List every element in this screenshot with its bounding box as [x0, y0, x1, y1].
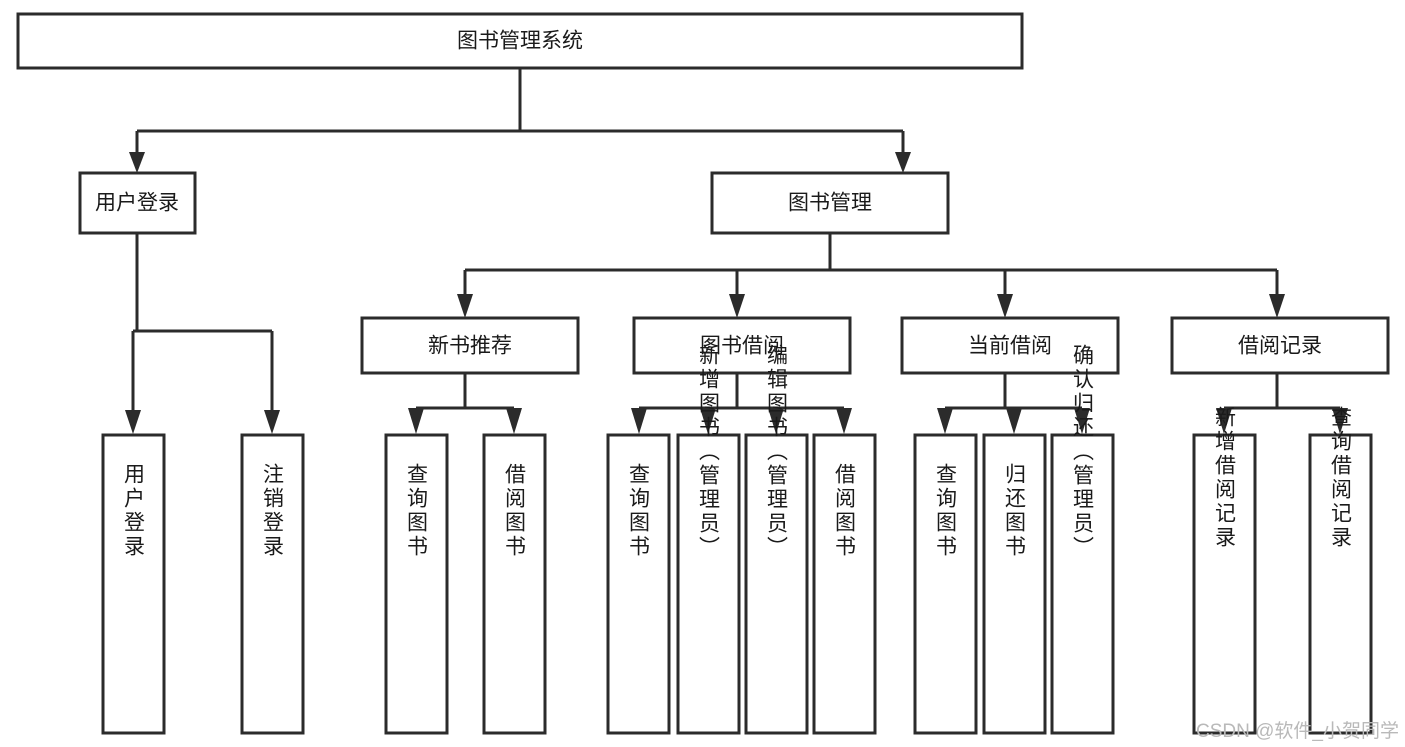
node-leaf-query-book-1-label: 查询图书 — [405, 463, 429, 559]
arrow-head-book-manage — [895, 152, 911, 173]
node-leaf-user-login[interactable]: 用户登录 — [101, 433, 166, 735]
node-leaf-query-book-1[interactable]: 查询图书 — [384, 433, 449, 735]
node-user-login[interactable]: 用户登录 — [78, 171, 197, 235]
node-leaf-edit-book-box[interactable] — [744, 433, 809, 735]
node-new-book-recommend[interactable]: 新书推荐 — [360, 316, 580, 375]
node-leaf-borrow-book-2-box[interactable] — [812, 433, 877, 735]
node-leaf-add-book-label: 新增图书（管理员） — [697, 344, 721, 560]
node-user-login-box[interactable] — [78, 171, 197, 235]
node-leaf-confirm-return[interactable]: 确认归还（管理员） — [1050, 344, 1115, 735]
node-borrow-record-label: 借阅记录 — [1238, 335, 1322, 358]
node-leaf-add-record[interactable]: 新增借阅记录 — [1192, 406, 1257, 735]
arrow-head-leaf-query-book-3 — [937, 408, 953, 434]
node-leaf-query-book-3-box[interactable] — [913, 433, 978, 735]
node-leaf-query-book-1-box[interactable] — [384, 433, 449, 735]
arrow-head-leaf-borrow-book-2 — [836, 408, 852, 434]
arrow-head-user-login — [129, 152, 145, 173]
node-leaf-return-book[interactable]: 归还图书 — [982, 433, 1047, 735]
arrow-head-leaf-query-book-2 — [631, 408, 647, 434]
node-leaf-query-book-2[interactable]: 查询图书 — [606, 433, 671, 735]
node-leaf-query-book-3[interactable]: 查询图书 — [913, 433, 978, 735]
arrow-head-new-book-recommend — [457, 294, 473, 318]
node-leaf-confirm-return-label: 确认归还（管理员） — [1071, 344, 1095, 560]
node-leaf-add-record-box[interactable] — [1192, 433, 1257, 735]
node-leaf-user-login-box[interactable] — [101, 433, 166, 735]
arrow-head-leaf-query-book-1 — [408, 408, 424, 434]
arrow-head-leaf-query-record — [1332, 408, 1348, 434]
node-root[interactable]: 图书管理系统 — [16, 12, 1024, 70]
node-leaf-add-book-box[interactable] — [676, 433, 741, 735]
node-root-label: 图书管理系统 — [457, 30, 583, 53]
node-leaf-logout-login[interactable]: 注销登录 — [240, 433, 305, 735]
node-leaf-edit-book-label: 编辑图书（管理员） — [765, 344, 789, 560]
node-leaf-query-book-3-label: 查询图书 — [934, 463, 958, 559]
node-leaf-borrow-book-1-box[interactable] — [482, 433, 547, 735]
arrow-head-current-borrow — [997, 294, 1013, 318]
node-book-borrow[interactable]: 图书借阅 — [632, 316, 852, 375]
node-new-book-recommend-label: 新书推荐 — [428, 335, 512, 358]
node-leaf-query-record-box[interactable] — [1308, 433, 1373, 735]
node-leaf-query-record[interactable]: 查询借阅记录 — [1308, 406, 1373, 735]
node-new-book-recommend-box[interactable] — [360, 316, 580, 375]
node-leaf-query-book-2-label: 查询图书 — [627, 463, 651, 559]
node-borrow-record[interactable]: 借阅记录 — [1170, 316, 1390, 375]
node-leaf-logout-login-label: 注销登录 — [261, 463, 285, 559]
node-leaf-query-record-label: 查询借阅记录 — [1329, 406, 1353, 550]
node-book-manage-label: 图书管理 — [788, 192, 872, 215]
node-leaf-borrow-book-1-label: 借阅图书 — [503, 463, 527, 559]
node-root-box[interactable] — [16, 12, 1024, 70]
arrow-head-leaf-borrow-book-1 — [506, 408, 522, 434]
arrow-head-leaf-add-book — [700, 408, 716, 434]
node-book-manage[interactable]: 图书管理 — [710, 171, 950, 235]
arrow-head-leaf-return-book — [1006, 408, 1022, 434]
arrow-head-leaf-add-record — [1216, 408, 1232, 434]
connector-layer — [125, 68, 1348, 434]
node-leaf-add-record-label: 新增借阅记录 — [1213, 406, 1237, 550]
arrow-head-leaf-edit-book — [768, 408, 784, 434]
node-leaf-borrow-book-2-label: 借阅图书 — [833, 463, 857, 559]
node-leaf-logout-login-box[interactable] — [240, 433, 305, 735]
node-book-borrow-box[interactable] — [632, 316, 852, 375]
arrow-head-leaf-logout-login — [264, 410, 280, 434]
node-leaf-return-book-box[interactable] — [982, 433, 1047, 735]
arrow-head-leaf-confirm-return — [1074, 408, 1090, 434]
node-current-borrow[interactable]: 当前借阅 — [900, 316, 1120, 375]
node-current-borrow-label: 当前借阅 — [968, 335, 1052, 358]
node-leaf-borrow-book-1[interactable]: 借阅图书 — [482, 433, 547, 735]
node-leaf-edit-book[interactable]: 编辑图书（管理员） — [744, 344, 809, 735]
node-borrow-record-box[interactable] — [1170, 316, 1390, 375]
node-leaf-query-book-2-box[interactable] — [606, 433, 671, 735]
node-book-borrow-label: 图书借阅 — [700, 335, 784, 358]
node-leaf-confirm-return-box[interactable] — [1050, 433, 1115, 735]
node-leaf-return-book-label: 归还图书 — [1003, 463, 1027, 559]
node-book-manage-box[interactable] — [710, 171, 950, 235]
node-user-login-label: 用户登录 — [95, 192, 179, 215]
node-leaf-user-login-label: 用户登录 — [122, 463, 146, 559]
arrow-head-borrow-record — [1269, 294, 1285, 318]
node-current-borrow-box[interactable] — [900, 316, 1120, 375]
node-leaf-add-book[interactable]: 新增图书（管理员） — [676, 344, 741, 735]
node-leaf-borrow-book-2[interactable]: 借阅图书 — [812, 433, 877, 735]
arrow-head-book-borrow — [729, 294, 745, 318]
arrow-head-leaf-user-login — [125, 410, 141, 434]
